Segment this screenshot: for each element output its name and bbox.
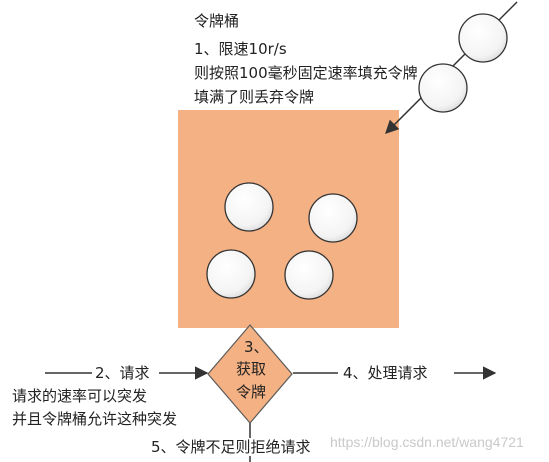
discard-rule: 填满了则丢弃令牌: [194, 88, 315, 106]
rate-limit-rule: 1、限速10r/s: [194, 40, 287, 58]
request-step-label: 2、请求: [94, 364, 151, 382]
token-circle: [224, 182, 274, 232]
diagram-title: 令牌桶: [194, 12, 240, 30]
incoming-token-circle: [418, 63, 468, 113]
reject-step-label: 5、令牌不足则拒绝请求: [150, 438, 312, 456]
token-bucket: [178, 110, 399, 328]
process-step-label: 4、处理请求: [342, 364, 429, 382]
fill-rate-rule: 则按照100毫秒固定速率填充令牌: [194, 64, 418, 82]
acquire-step-label-line2: 令牌: [236, 383, 267, 401]
incoming-token-circle: [458, 13, 508, 63]
token-circle: [308, 193, 358, 243]
acquire-step-label-line1: 获取: [236, 360, 267, 378]
token-circle: [206, 249, 256, 299]
token-circle: [284, 250, 334, 300]
acquire-step-number: 3、: [244, 338, 269, 356]
burst-note-line1: 请求的速率可以突发: [12, 387, 148, 405]
csdn-watermark: https://blog.csdn.net/wang4721: [330, 434, 524, 450]
burst-note-line2: 并且令牌桶允许这种突发: [12, 410, 178, 428]
